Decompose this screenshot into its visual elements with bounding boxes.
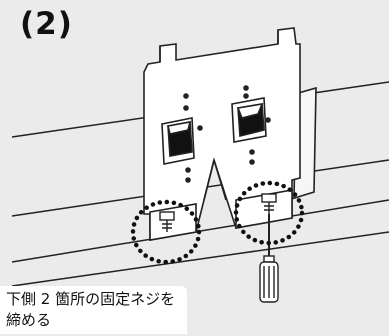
screw-icon (261, 193, 277, 214)
dotted-circle-highlight (130, 180, 305, 265)
wall-bracket-icon (143, 27, 317, 241)
caption-line-1: 下側 2 箇所の固定ネジを (6, 290, 176, 308)
caption-line-2: 締める (6, 311, 52, 329)
screwdriver-icon (259, 214, 279, 303)
instruction-caption: 下側 2 箇所の固定ネジを 締める (0, 286, 188, 334)
step-number-label: (2) (20, 6, 73, 42)
screw-icon (159, 211, 175, 232)
